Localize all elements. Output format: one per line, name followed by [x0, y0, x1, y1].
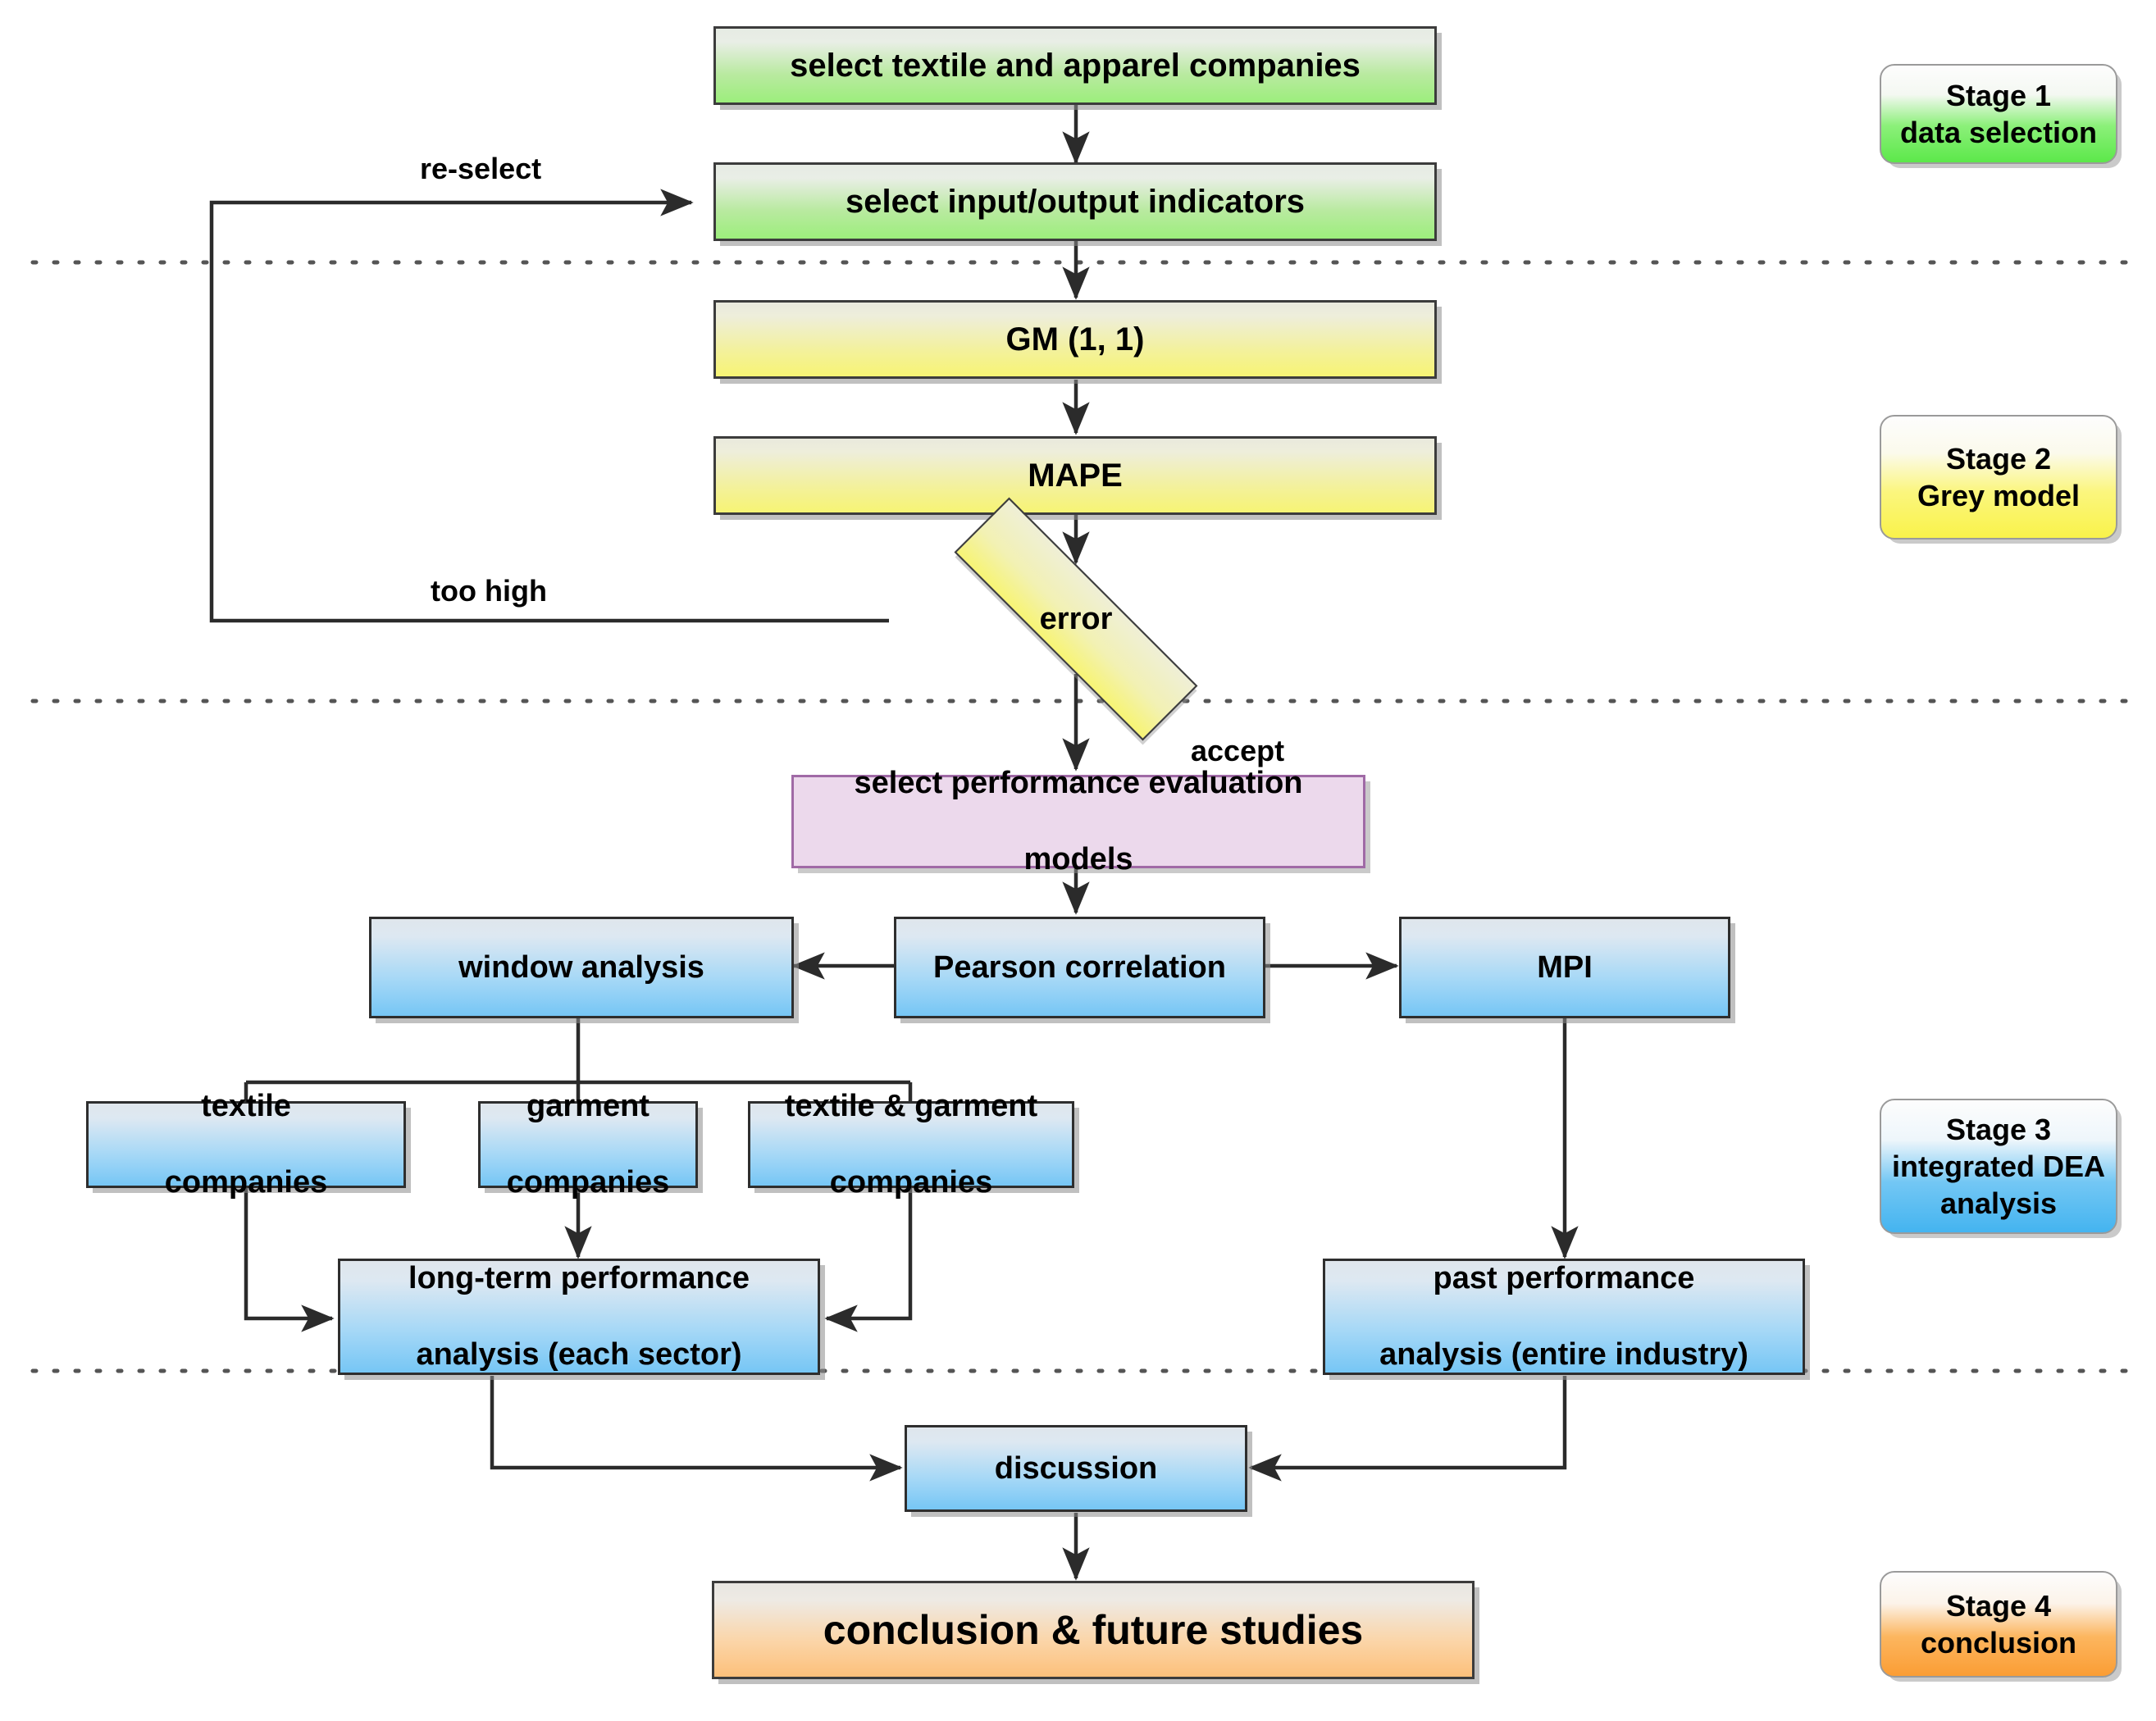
node-textile-companies-line2: companies — [164, 1165, 328, 1200]
node-select-models-label: select performance evaluation models — [832, 764, 1326, 878]
node-textile-companies-line1: textile — [201, 1089, 291, 1124]
node-past-performance[interactable]: past performance analysis (entire indust… — [1323, 1259, 1805, 1375]
node-mape-label: MAPE — [1028, 457, 1123, 494]
stage-badge-3-line3: analysis — [1939, 1186, 2058, 1220]
node-garment-companies-line2: companies — [506, 1165, 670, 1200]
node-pearson-correlation-label: Pearson correlation — [933, 949, 1226, 985]
node-select-companies[interactable]: select textile and apparel companies — [713, 26, 1437, 105]
node-past-performance-line2: analysis (entire industry) — [1379, 1337, 1748, 1373]
stage-badge-1-line2: data selection — [1899, 116, 2098, 149]
node-select-companies-label: select textile and apparel companies — [790, 47, 1361, 84]
node-select-indicators[interactable]: select input/output indicators — [713, 162, 1437, 241]
node-garment-companies[interactable]: garment companies — [478, 1089, 698, 1200]
edge-label-reselect: re-select — [420, 152, 542, 185]
stage-badge-2-line2: Grey model — [1917, 479, 2081, 512]
node-select-models-line2: models — [1023, 842, 1133, 877]
node-mpi[interactable]: MPI — [1399, 917, 1730, 1018]
stage-badge-4[interactable]: Stage 4 conclusion — [1880, 1571, 2117, 1678]
node-select-models-line1: select performance evaluation — [854, 766, 1303, 801]
node-longterm-performance-line2: analysis (each sector) — [416, 1337, 742, 1373]
node-textile-garment-companies[interactable]: textile & garment companies — [748, 1089, 1074, 1200]
node-mape[interactable]: MAPE — [713, 436, 1437, 515]
node-textile-companies-label: textile companies — [142, 1087, 351, 1201]
edge-label-accept: accept — [1191, 734, 1285, 767]
stage-badge-1[interactable]: Stage 1 data selection — [1880, 64, 2117, 164]
node-garment-companies-line1: garment — [526, 1089, 650, 1124]
node-longterm-performance-line1: long-term performance — [408, 1261, 750, 1296]
node-window-analysis[interactable]: window analysis — [369, 917, 794, 1018]
node-conclusion-label: conclusion & future studies — [823, 1606, 1364, 1653]
stage-badge-4-line1: Stage 4 — [1945, 1589, 2052, 1623]
node-garment-companies-label: garment companies — [484, 1087, 693, 1201]
node-select-indicators-label: select input/output indicators — [845, 183, 1306, 220]
node-textile-companies[interactable]: textile companies — [86, 1089, 406, 1200]
node-gm11-label: GM (1, 1) — [1005, 321, 1145, 357]
node-longterm-performance-label: long-term performance analysis (each sec… — [385, 1259, 773, 1373]
stage-badge-3[interactable]: Stage 3 integrated DEA analysis — [1880, 1099, 2117, 1234]
node-past-performance-label: past performance analysis (entire indust… — [1356, 1259, 1771, 1373]
node-error-label: error — [1039, 601, 1113, 636]
stage-badge-4-line2: conclusion — [1920, 1626, 2077, 1660]
node-gm11[interactable]: GM (1, 1) — [713, 300, 1437, 379]
node-window-analysis-label: window analysis — [458, 949, 704, 985]
node-textile-garment-companies-line2: companies — [829, 1165, 993, 1200]
stage-badge-1-line1: Stage 1 — [1945, 79, 2052, 112]
stage-badge-1-label: Stage 1 data selection — [1900, 77, 2097, 151]
stage-badge-2[interactable]: Stage 2 Grey model — [1880, 415, 2117, 540]
node-pearson-correlation[interactable]: Pearson correlation — [894, 917, 1265, 1018]
stage-badge-2-label: Stage 2 Grey model — [1917, 440, 2080, 514]
stage-badge-2-line1: Stage 2 — [1945, 442, 2052, 476]
edge-label-too-high: too high — [431, 574, 547, 608]
stage-badge-3-label: Stage 3 integrated DEA analysis — [1892, 1111, 2105, 1222]
node-select-models[interactable]: select performance evaluation models — [791, 766, 1365, 876]
node-discussion[interactable]: discussion — [905, 1425, 1247, 1512]
stage-badge-3-line1: Stage 3 — [1945, 1113, 2052, 1146]
stage-badge-3-line2: integrated DEA — [1891, 1150, 2106, 1183]
node-mpi-label: MPI — [1537, 949, 1593, 985]
node-textile-garment-companies-line1: textile & garment — [784, 1089, 1038, 1124]
stage-badge-4-label: Stage 4 conclusion — [1921, 1587, 2076, 1661]
node-conclusion[interactable]: conclusion & future studies — [712, 1581, 1475, 1679]
node-longterm-performance[interactable]: long-term performance analysis (each sec… — [338, 1259, 820, 1375]
node-discussion-label: discussion — [994, 1450, 1158, 1486]
node-past-performance-line1: past performance — [1433, 1261, 1695, 1296]
node-textile-garment-companies-label: textile & garment companies — [762, 1087, 1060, 1201]
node-error-decision[interactable]: error — [887, 497, 1265, 741]
